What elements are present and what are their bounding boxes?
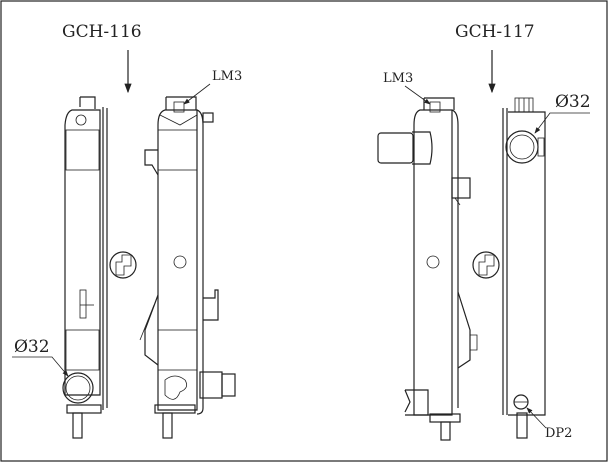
- center-symbol-117: [472, 251, 500, 279]
- inlet-pipe-icon: [377, 132, 414, 164]
- outlet-leader-116: [12, 356, 69, 377]
- drain-leader-117: [526, 407, 547, 429]
- outlet-pipe-icon: [62, 372, 94, 404]
- vent-leader-117: [404, 85, 431, 105]
- drain-label-117: DP2: [545, 426, 572, 441]
- center-symbol-116: [109, 251, 137, 279]
- vent-label-117: LM3: [383, 71, 413, 86]
- outlet-leader-117: [534, 112, 590, 134]
- outlet-label-116: Ø32: [14, 337, 50, 357]
- vent-leader-116: [183, 83, 211, 105]
- gch-117-side-view: [377, 97, 478, 441]
- vent-lm3-icon: [173, 101, 185, 113]
- gch-117-front-view: [502, 97, 546, 439]
- outlet-pipe-icon: [505, 130, 539, 164]
- model-label-gch-117: GCH-117: [455, 22, 535, 42]
- model-label-gch-116: GCH-116: [62, 22, 142, 42]
- outlet-label-117: Ø32: [555, 92, 591, 112]
- vent-label-116: LM3: [212, 69, 242, 84]
- vent-lm3-icon: [429, 101, 441, 113]
- gch-116-side-view: [139, 96, 236, 439]
- vent-plug-icon: [75, 114, 87, 126]
- gch-116-front-view: [62, 96, 108, 439]
